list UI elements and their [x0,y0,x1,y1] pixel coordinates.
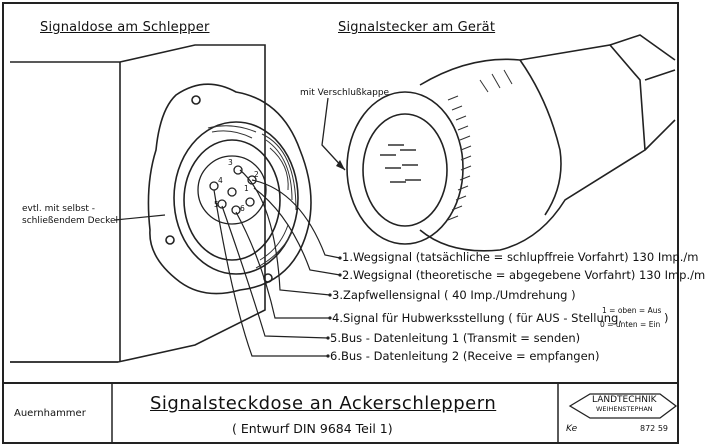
signal-2-label: 2.Wegsignal (theoretische = abgegebene V… [342,268,705,282]
cap-arrow [321,97,346,171]
signal-4-close-paren: ) [664,311,669,325]
signal-1-label: 1.Wegsignal (tatsächliche = schlupffreie… [342,250,699,264]
footer-title: Signalsteckdose an Ackerschleppern [150,393,497,414]
lid-leader [114,214,166,221]
signal-4-option-off: 0 = unten = Ein [600,320,661,329]
logo-number: 872 59 [640,424,668,433]
lid-label-line1: evtl. mit selbst - [22,204,96,214]
cap-arrow-head [336,160,345,170]
plug-pins [380,144,421,183]
outer-border [2,2,679,444]
signal-6-label: 6.Bus - Datenleitung 2 (Receive = empfan… [330,349,600,363]
pin-leader-lines [213,169,341,357]
heading-socket: Signaldose am Schlepper [40,20,210,35]
pin-number-5: 5 [214,200,219,209]
signal-4-label: 4.Signal für Hubwerksstellung ( für AUS … [332,311,622,325]
logo-code: Ke [566,424,578,434]
signal-4-option-on: 1 = oben = Aus [602,306,662,315]
lid-label-line2: schließendem Deckel [22,216,119,226]
logo-line2: WEIHENSTEPHAN [596,405,653,413]
signal-3-label: 3.Zapfwellensignal ( 40 Imp./Umdrehung ) [332,288,576,302]
footer-author: Auernhammer [14,408,86,419]
cap-label: mit Verschlußkappe [300,88,390,98]
signal-5-label: 5.Bus - Datenleitung 1 (Transmit = sende… [330,331,581,345]
heading-plug: Signalstecker am Gerät [338,20,496,35]
plug-knurling [447,69,513,221]
leader-markers [326,256,342,358]
socket-pin-face [197,155,267,225]
pin-number-4: 4 [218,176,223,185]
landtechnik-logo [568,393,678,419]
pin-number-3: 3 [228,158,233,167]
pin-number-1: 1 [244,184,249,193]
tractor-housing [10,44,266,363]
diagram-canvas [2,2,679,444]
plug-body [346,34,676,252]
pin-number-2: 2 [254,170,259,179]
pin-number-6: 6 [240,204,245,213]
socket-hatching [207,125,297,269]
footer-subtitle: ( Entwurf DIN 9684 Teil 1) [232,421,393,436]
logo-line1: LANDTECHNIK [592,395,657,405]
